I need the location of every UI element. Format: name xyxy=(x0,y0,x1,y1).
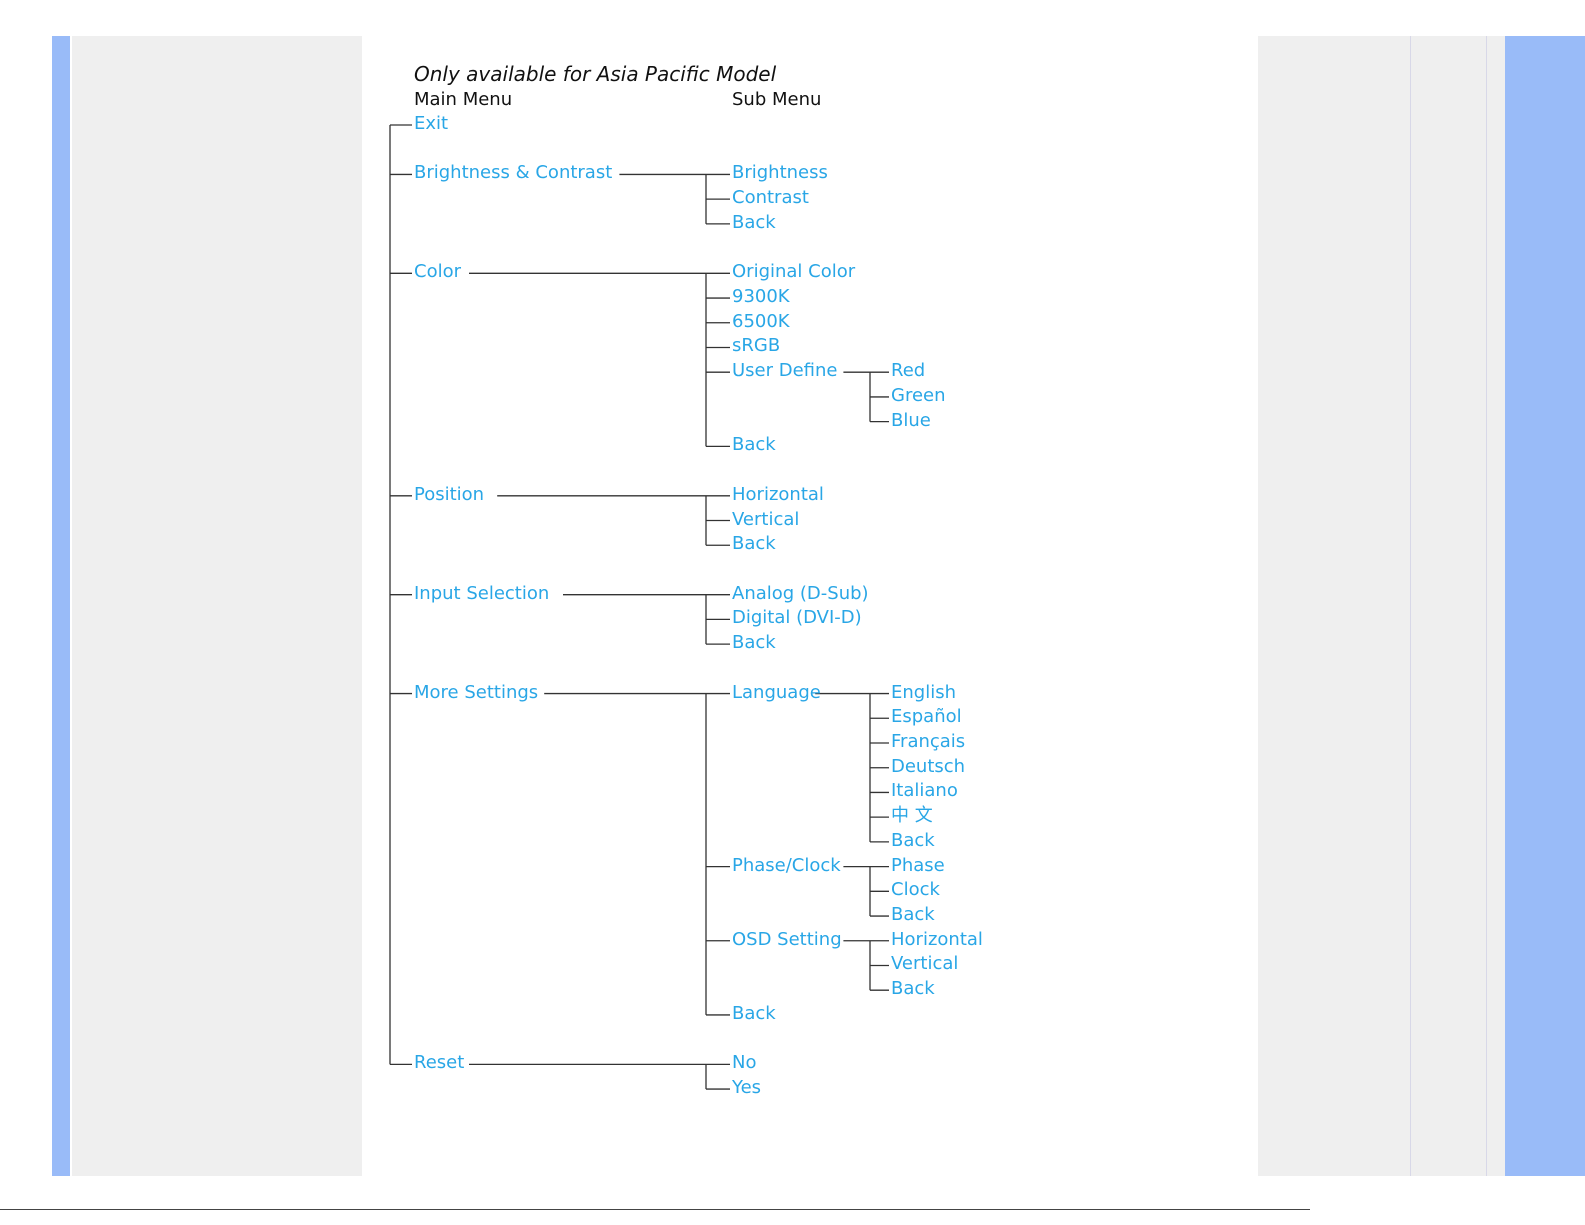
menu-item-srgb: sRGB xyxy=(732,335,781,357)
bottom-rule xyxy=(0,1209,1310,1210)
menu-item-horizontal: Horizontal xyxy=(891,928,983,950)
right-panel-divider xyxy=(1410,36,1411,1176)
menu-item-phase: Phase xyxy=(891,854,945,876)
menu-item-more-settings: More Settings xyxy=(414,681,539,703)
menu-item-brightness: Brightness xyxy=(732,162,828,184)
menu-item-original-color: Original Color xyxy=(732,261,856,283)
menu-item-back: Back xyxy=(732,211,776,233)
menu-item-color: Color xyxy=(414,261,461,283)
menu-item-back: Back xyxy=(891,978,935,1000)
menu-item-green: Green xyxy=(891,384,946,406)
sub-menu-header: Sub Menu xyxy=(732,89,822,110)
menu-item-language: Language xyxy=(732,681,821,703)
menu-item-back: Back xyxy=(732,632,776,654)
menu-item-brightness-contrast: Brightness & Contrast xyxy=(414,162,613,184)
menu-item-no: No xyxy=(732,1052,757,1074)
menu-item-back: Back xyxy=(891,829,935,851)
menu-item-deutsch: Deutsch xyxy=(891,755,966,777)
menu-item-yes: Yes xyxy=(732,1077,762,1099)
right-panel xyxy=(1258,36,1505,1176)
content-area: Only available for Asia Pacific Model Ma… xyxy=(362,36,1258,1176)
menu-item-horizontal: Horizontal xyxy=(732,483,824,505)
menu-item-blue: Blue xyxy=(891,409,931,431)
menu-item-user-define: User Define xyxy=(732,360,838,382)
menu-item-vertical: Vertical xyxy=(732,508,800,530)
menu-item-position: Position xyxy=(414,483,485,505)
menu-item-reset: Reset xyxy=(414,1052,465,1074)
menu-item-fran-ais: Français xyxy=(891,731,966,752)
menu-item-back: Back xyxy=(732,434,776,456)
menu-item-item: 中 文 xyxy=(891,805,933,827)
menu-item-espa-ol: Español xyxy=(891,706,962,728)
menu-item-back: Back xyxy=(732,533,776,555)
menu-tree-lines xyxy=(389,124,889,1090)
right-accent-band xyxy=(1505,36,1585,1176)
menu-item-digital-dvi-d: Digital (DVI-D) xyxy=(732,607,862,629)
menu-item-input-selection: Input Selection xyxy=(414,582,550,604)
menu-item-italiano: Italiano xyxy=(891,780,958,802)
main-menu-header: Main Menu xyxy=(414,89,513,110)
menu-item-6500k: 6500K xyxy=(732,310,790,332)
menu-item-back: Back xyxy=(891,904,935,926)
menu-item-red: Red xyxy=(891,360,926,382)
menu-item-back: Back xyxy=(732,1002,776,1024)
menu-item-contrast: Contrast xyxy=(732,187,809,209)
left-accent-band xyxy=(52,36,70,1176)
right-panel-divider xyxy=(1486,36,1487,1176)
left-panel xyxy=(72,36,362,1176)
menu-item-exit: Exit xyxy=(414,113,449,134)
menu-item-9300k: 9300K xyxy=(732,286,790,308)
menu-item-english: English xyxy=(891,681,956,703)
diagram-title: Only available for Asia Pacific Model xyxy=(414,62,777,86)
menu-item-analog-d-sub: Analog (D-Sub) xyxy=(732,582,869,604)
menu-item-vertical: Vertical xyxy=(891,953,959,975)
menu-item-clock: Clock xyxy=(891,879,940,901)
menu-item-phase-clock: Phase/Clock xyxy=(732,854,841,876)
menu-item-osd-setting: OSD Setting xyxy=(732,928,842,950)
